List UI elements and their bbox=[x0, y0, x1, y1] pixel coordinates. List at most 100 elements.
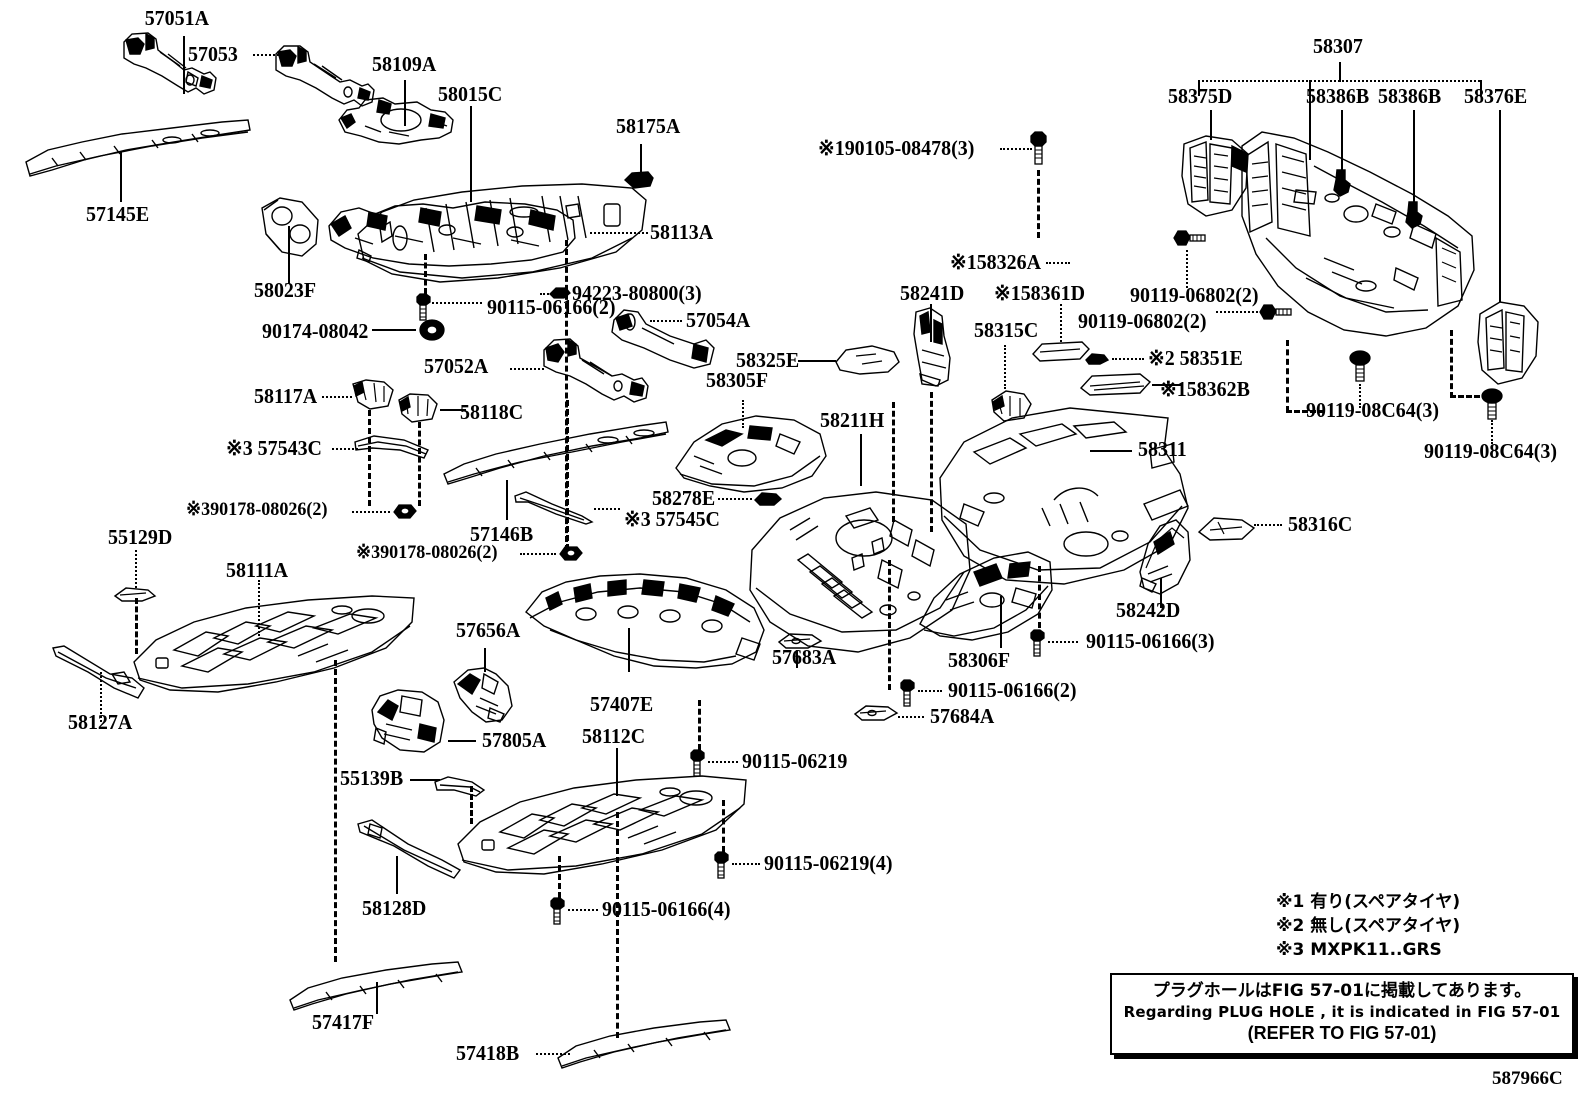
leader-90119-06802-a bbox=[1186, 250, 1188, 288]
leader-58278E bbox=[718, 498, 752, 500]
part-label-55129D[interactable]: 55129D bbox=[108, 525, 173, 549]
part-label-57146B[interactable]: 57146B bbox=[470, 522, 534, 546]
part-label-90174-08042[interactable]: 90174-08042 bbox=[262, 319, 369, 343]
part-label-90115-06219-a[interactable]: 90115-06219 bbox=[742, 749, 848, 773]
part-label-90119-08C64-b[interactable]: 90119-08C64(3) bbox=[1424, 439, 1557, 463]
part-label-57656A[interactable]: 57656A bbox=[456, 618, 521, 642]
part-label-58325E[interactable]: 58325E bbox=[736, 348, 800, 372]
part-label-58112C[interactable]: 58112C bbox=[582, 724, 646, 748]
part-label-58127A[interactable]: 58127A bbox=[68, 710, 133, 734]
part-label-57418B[interactable]: 57418B bbox=[456, 1041, 520, 1065]
part-label-57053[interactable]: 57053 bbox=[188, 42, 238, 66]
leader-90119-08C64-b bbox=[1491, 420, 1493, 444]
part-label-57145E[interactable]: 57145E bbox=[86, 202, 150, 226]
part-label-58386B-1[interactable]: 58386B bbox=[1306, 84, 1370, 108]
part-label-57545C[interactable]: ※3 57545C bbox=[624, 507, 720, 531]
part-label-90115-06166-c[interactable]: 90115-06166(3) bbox=[1086, 629, 1215, 653]
plug-hole-note-jp: プラグホールはFIG 57-01に掲載してあります。 bbox=[1152, 981, 1532, 1001]
part-label-58316C[interactable]: 58316C bbox=[1288, 512, 1353, 536]
leader-57146B bbox=[506, 480, 508, 520]
part-illustration-58117A bbox=[350, 378, 396, 412]
part-label-90115-06166-b[interactable]: 90115-06166(2) bbox=[948, 678, 1077, 702]
part-label-90119-06802-a[interactable]: 90119-06802(2) bbox=[1130, 283, 1259, 307]
part-label-58326A[interactable]: ※158326A bbox=[950, 250, 1041, 274]
part-illustration-57051A bbox=[118, 28, 248, 113]
part-label-55139B[interactable]: 55139B bbox=[340, 766, 404, 790]
part-label-58305F[interactable]: 58305F bbox=[706, 368, 769, 392]
dash-55129D bbox=[135, 598, 138, 654]
part-label-390178-08026-b[interactable]: ※390178-08026(2) bbox=[356, 542, 498, 563]
leader-90115-06166-d bbox=[568, 909, 598, 911]
part-label-58109A[interactable]: 58109A bbox=[372, 52, 437, 76]
leader-57683A bbox=[796, 650, 798, 668]
part-label-58361D[interactable]: ※158361D bbox=[994, 281, 1085, 305]
dash-55139B bbox=[470, 786, 473, 824]
fastener-90119-08C64-a bbox=[1348, 350, 1372, 384]
part-illustration-58311 bbox=[934, 404, 1196, 594]
part-label-57417F[interactable]: 57417F bbox=[312, 1010, 375, 1034]
part-illustration-58118C bbox=[396, 392, 440, 424]
part-label-58242D[interactable]: 58242D bbox=[1116, 598, 1181, 622]
leader-58117A bbox=[322, 396, 352, 398]
part-label-58118C[interactable]: 58118C bbox=[460, 400, 524, 424]
part-label-57683A[interactable]: 57683A bbox=[772, 645, 837, 669]
part-label-57052A[interactable]: 57052A bbox=[424, 354, 489, 378]
leader-57684A bbox=[898, 716, 924, 718]
part-label-58175A[interactable]: 58175A bbox=[616, 114, 681, 138]
fastener-90115-06166-b bbox=[898, 678, 916, 710]
part-label-58111A[interactable]: 58111A bbox=[226, 558, 289, 582]
part-label-57543C[interactable]: ※3 57543C bbox=[226, 436, 322, 460]
leader-57805A bbox=[448, 740, 476, 742]
footnotes-block: ※1 有り(スペアタイヤ) ※2 無し(スペアタイヤ) ※3 MXPK11..G… bbox=[1276, 890, 1460, 962]
part-label-58315C[interactable]: 58315C bbox=[974, 318, 1039, 342]
part-label-58386B-2[interactable]: 58386B bbox=[1378, 84, 1442, 108]
part-label-58311[interactable]: 58311 bbox=[1138, 437, 1187, 461]
plug-hole-note-box: プラグホールはFIG 57-01に掲載してあります。 Regarding PLU… bbox=[1110, 973, 1574, 1055]
leader-55129D bbox=[135, 550, 137, 588]
part-label-58306F[interactable]: 58306F bbox=[948, 648, 1011, 672]
part-label-90119-06802-b[interactable]: 90119-06802(2) bbox=[1078, 309, 1207, 333]
part-illustration-58241D bbox=[908, 306, 954, 390]
part-label-57407E[interactable]: 57407E bbox=[590, 692, 654, 716]
part-label-90115-06219-b[interactable]: 90115-06219(4) bbox=[764, 851, 893, 875]
part-label-58376E[interactable]: 58376E bbox=[1464, 84, 1528, 108]
part-label-58117A[interactable]: 58117A bbox=[254, 384, 318, 408]
part-illustration-57418B bbox=[554, 1018, 734, 1072]
part-label-58362B[interactable]: ※158362B bbox=[1160, 377, 1250, 401]
part-label-57051A[interactable]: 57051A bbox=[144, 6, 209, 30]
part-illustration-58376E bbox=[1476, 298, 1542, 388]
leader-58311 bbox=[1090, 450, 1132, 452]
part-label-58375D[interactable]: 58375D bbox=[1168, 84, 1233, 108]
leader-90119-08C64-a bbox=[1359, 384, 1361, 408]
part-label-58351E[interactable]: ※2 58351E bbox=[1148, 346, 1243, 370]
part-label-58023F[interactable]: 58023F bbox=[254, 278, 317, 302]
dash-90119-08C64-a2 bbox=[1286, 340, 1289, 412]
leader-57543C bbox=[332, 448, 358, 450]
part-label-58211H[interactable]: 58211H bbox=[820, 408, 885, 432]
part-label-57684A[interactable]: 57684A bbox=[930, 704, 995, 728]
part-label-57054A[interactable]: 57054A bbox=[686, 308, 751, 332]
part-label-190105-08478[interactable]: ※190105-08478(3) bbox=[818, 136, 975, 160]
part-illustration-58111A bbox=[128, 592, 418, 702]
part-label-390178-08026-a[interactable]: ※390178-08026(2) bbox=[186, 499, 328, 520]
part-label-57805A[interactable]: 57805A bbox=[482, 728, 547, 752]
fastener-90115-06166-c bbox=[1028, 628, 1046, 660]
fastener-90119-08C64-b bbox=[1480, 388, 1504, 422]
part-label-94223-80800[interactable]: 94223-80800(3) bbox=[572, 281, 702, 305]
part-label-58307[interactable]: 58307 bbox=[1313, 34, 1363, 58]
part-label-90119-08C64-a[interactable]: 90119-08C64(3) bbox=[1306, 398, 1439, 422]
part-label-90115-06166-d[interactable]: 90115-06166(4) bbox=[602, 897, 731, 921]
leader-58316C bbox=[1254, 524, 1282, 526]
part-label-90115-06166-a[interactable]: 90115-06166(2) bbox=[487, 295, 616, 319]
part-label-58241D[interactable]: 58241D bbox=[900, 281, 965, 305]
part-label-58128D[interactable]: 58128D bbox=[362, 896, 427, 920]
part-label-58113A[interactable]: 58113A bbox=[650, 220, 714, 244]
part-illustration-57054A bbox=[608, 306, 718, 376]
leader-57053 bbox=[253, 54, 295, 56]
dash-58117A bbox=[368, 410, 371, 506]
part-illustration-57417F bbox=[286, 958, 466, 1014]
part-label-58015C[interactable]: 58015C bbox=[438, 82, 503, 106]
part-label-58278E[interactable]: 58278E bbox=[652, 486, 716, 510]
part-illustration-58307 bbox=[1236, 128, 1480, 348]
